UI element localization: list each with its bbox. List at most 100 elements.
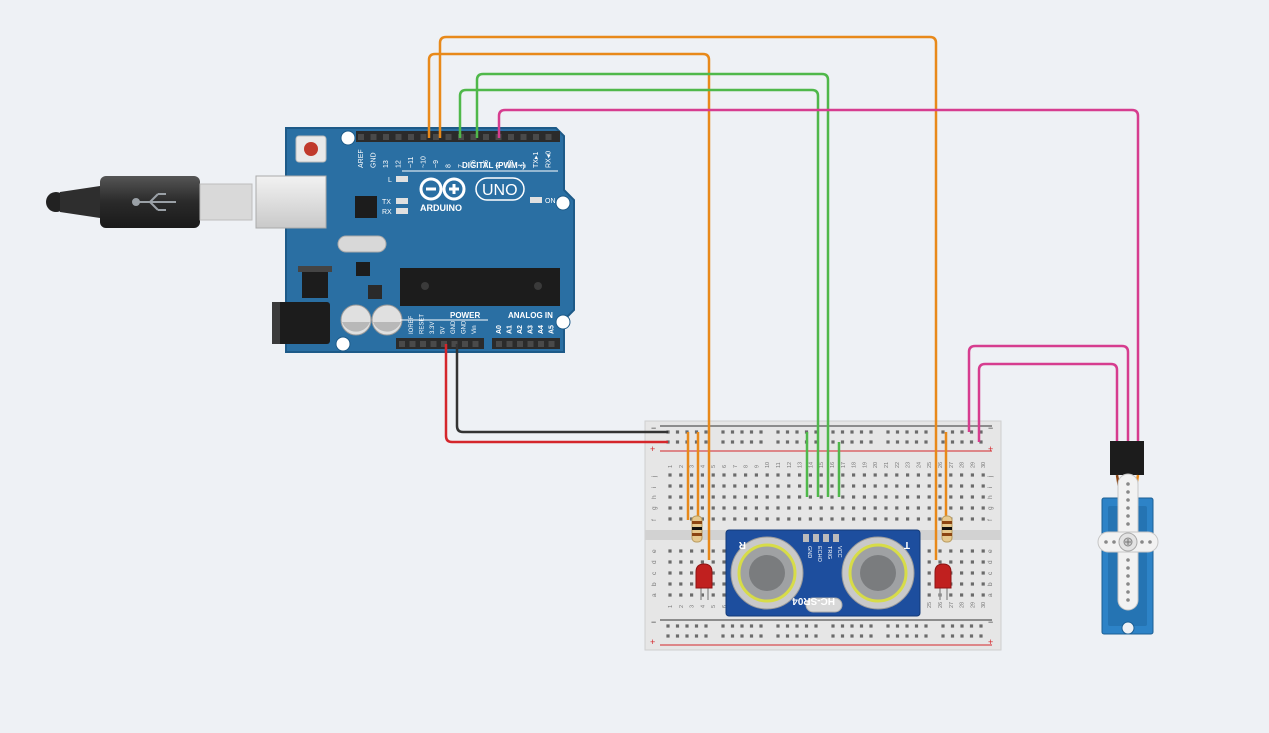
rail-hole[interactable] [950, 440, 955, 444]
analog-pin-hole[interactable] [527, 341, 534, 347]
rail-hole[interactable] [950, 634, 955, 638]
servo-connector[interactable] [1110, 441, 1144, 475]
terminal-hole[interactable] [668, 560, 672, 564]
terminal-hole[interactable] [970, 495, 974, 499]
terminal-hole[interactable] [679, 593, 683, 597]
rail-hole[interactable] [694, 634, 699, 638]
terminal-hole[interactable] [960, 517, 964, 521]
terminal-hole[interactable] [700, 473, 704, 477]
wire-magenta-servo-gnd[interactable] [977, 362, 1119, 445]
terminal-hole[interactable] [970, 593, 974, 597]
terminal-hole[interactable] [927, 517, 931, 521]
rail-hole[interactable] [666, 624, 670, 628]
terminal-hole[interactable] [722, 560, 726, 564]
rail-hole[interactable] [979, 634, 983, 638]
terminal-hole[interactable] [668, 571, 672, 575]
terminal-hole[interactable] [938, 517, 942, 521]
digital-pin-hole[interactable] [483, 134, 489, 140]
terminal-hole[interactable] [798, 517, 802, 521]
rail-hole[interactable] [804, 624, 809, 628]
terminal-hole[interactable] [711, 571, 715, 575]
terminal-hole[interactable] [668, 506, 672, 510]
terminal-hole[interactable] [916, 473, 920, 477]
terminal-hole[interactable] [722, 571, 726, 575]
terminal-hole[interactable] [970, 517, 974, 521]
terminal-hole[interactable] [970, 571, 974, 575]
terminal-hole[interactable] [960, 506, 964, 510]
terminal-hole[interactable] [938, 549, 942, 553]
terminal-hole[interactable] [906, 473, 910, 477]
rail-hole[interactable] [869, 634, 873, 638]
rail-hole[interactable] [905, 430, 909, 434]
terminal-hole[interactable] [744, 484, 748, 488]
rail-hole[interactable] [749, 634, 754, 638]
wire-orange-pin11[interactable] [427, 52, 711, 560]
terminal-hole[interactable] [744, 506, 748, 510]
terminal-hole[interactable] [873, 473, 877, 477]
terminal-hole[interactable] [862, 506, 866, 510]
rail-hole[interactable] [969, 430, 974, 434]
wire-magenta-servo-vcc[interactable] [967, 344, 1130, 445]
terminal-hole[interactable] [981, 582, 985, 586]
terminal-hole[interactable] [819, 495, 823, 499]
terminal-hole[interactable] [733, 484, 737, 488]
rail-hole[interactable] [694, 624, 699, 628]
rail-hole[interactable] [895, 440, 900, 444]
rail-hole[interactable] [759, 624, 763, 628]
terminal-hole[interactable] [776, 495, 780, 499]
rail-hole[interactable] [730, 440, 735, 444]
terminal-hole[interactable] [679, 506, 683, 510]
rail-hole[interactable] [840, 430, 845, 434]
rail-hole[interactable] [950, 430, 955, 434]
wire-black-gnd[interactable] [455, 344, 668, 434]
digital-pin-hole[interactable] [445, 134, 452, 140]
terminal-hole[interactable] [960, 582, 964, 586]
rail-hole[interactable] [869, 624, 873, 628]
terminal-hole[interactable] [949, 484, 953, 488]
arduino-uno-board[interactable]: L TX RX ON ARDUINO UNO DIGITAL (PWM~) PO… [255, 127, 575, 353]
rail-hole[interactable] [924, 634, 928, 638]
terminal-hole[interactable] [744, 517, 748, 521]
wire-green-pin7[interactable] [475, 72, 830, 497]
rail-hole[interactable] [740, 440, 744, 444]
micro-servo[interactable] [1097, 441, 1159, 635]
rail-hole[interactable] [905, 634, 909, 638]
terminal-hole[interactable] [981, 593, 985, 597]
terminal-hole[interactable] [808, 495, 812, 499]
rail-hole[interactable] [924, 430, 928, 434]
rail-hole[interactable] [759, 440, 763, 444]
power-pin-hole[interactable] [430, 341, 437, 347]
terminal-hole[interactable] [787, 506, 791, 510]
terminal-hole[interactable] [884, 473, 888, 477]
analog-pin-hole[interactable] [538, 341, 544, 347]
rail-hole[interactable] [776, 624, 780, 628]
terminal-hole[interactable] [690, 495, 694, 499]
rail-hole[interactable] [869, 440, 873, 444]
terminal-hole[interactable] [765, 495, 769, 499]
rail-hole[interactable] [859, 440, 864, 444]
terminal-hole[interactable] [700, 506, 704, 510]
rail-hole[interactable] [895, 624, 900, 628]
rail-hole[interactable] [979, 430, 983, 434]
terminal-hole[interactable] [722, 549, 726, 553]
rail-hole[interactable] [905, 624, 909, 628]
terminal-hole[interactable] [862, 473, 866, 477]
terminal-hole[interactable] [906, 517, 910, 521]
rail-hole[interactable] [776, 634, 780, 638]
rail-hole[interactable] [941, 440, 945, 444]
terminal-hole[interactable] [938, 473, 942, 477]
terminal-hole[interactable] [927, 549, 931, 553]
terminal-hole[interactable] [960, 560, 964, 564]
rail-hole[interactable] [749, 430, 754, 434]
terminal-hole[interactable] [970, 506, 974, 510]
terminal-hole[interactable] [690, 506, 694, 510]
led-red-left[interactable] [695, 563, 713, 600]
terminal-hole[interactable] [754, 517, 758, 521]
terminal-hole[interactable] [733, 506, 737, 510]
terminal-hole[interactable] [690, 571, 694, 575]
power-pin-hole[interactable] [399, 341, 405, 347]
terminal-hole[interactable] [711, 582, 715, 586]
rail-hole[interactable] [840, 624, 845, 628]
terminal-hole[interactable] [776, 517, 780, 521]
rail-hole[interactable] [730, 634, 735, 638]
